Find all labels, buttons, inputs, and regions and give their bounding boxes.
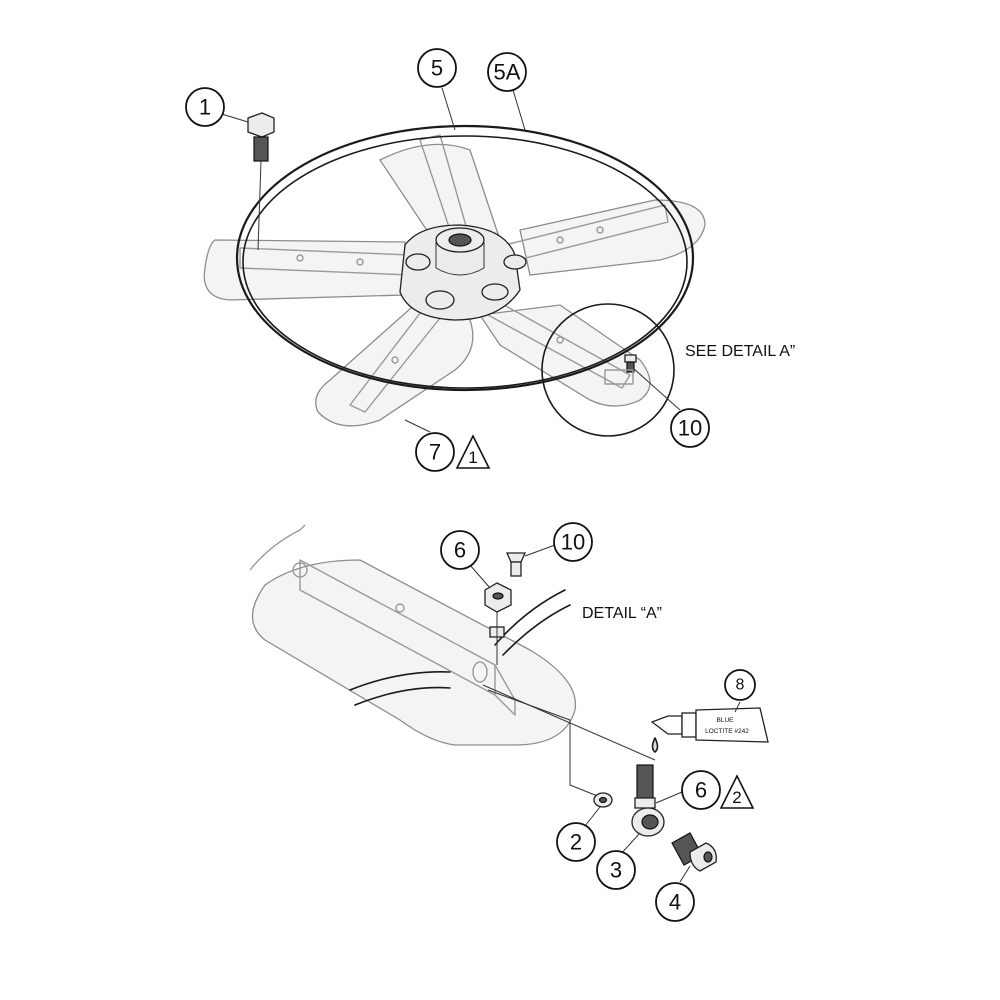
detail-wire (249, 529, 301, 571)
callout-2-label: 2 (570, 830, 582, 855)
callout-3 (596, 850, 636, 890)
stud-6-collar (634, 797, 656, 809)
detail-nut-6-bore (492, 592, 504, 600)
note-triangle-2 (719, 774, 755, 809)
ring-5a (242, 135, 688, 389)
note-triangle-2-label: 2 (732, 788, 741, 807)
explode-line-b (482, 684, 656, 761)
callout-5 (417, 48, 457, 88)
note-triangle-1 (455, 434, 491, 469)
detail-a-assembly: BLUE LOCTITE #242 6 10 DETAIL “A” 8 6 2 … (249, 522, 769, 922)
bolt-1-leader (257, 160, 262, 251)
leader-7 (404, 419, 431, 433)
upper-assembly: 1 5 5A 7 1 10 SEE DETAIL A” (185, 48, 795, 472)
callout-6-lower-label: 6 (695, 778, 707, 803)
center-hub (399, 224, 527, 321)
detail-ring-front (349, 671, 451, 691)
callout-4 (655, 882, 695, 922)
callout-8-label: 8 (736, 677, 745, 694)
hub-boss (481, 283, 509, 301)
leader-5a (512, 89, 526, 131)
callout-8 (724, 669, 756, 701)
detail-a-circle (541, 303, 675, 437)
leader-6-detail (469, 564, 491, 589)
bolt-1-head (247, 112, 275, 138)
callout-2 (556, 822, 596, 862)
bolt-4-socket (703, 851, 713, 863)
callout-1-label: 1 (199, 95, 211, 120)
callout-10-top-label: 10 (678, 416, 702, 441)
arm-bolt (556, 336, 564, 344)
leader-8 (734, 701, 741, 713)
bolt-1 (247, 112, 275, 251)
ring-clip-shank (626, 361, 635, 373)
hub-collar-side (435, 240, 485, 276)
callout-10-top (670, 408, 710, 448)
see-detail-label: SEE DETAIL A” (685, 343, 795, 360)
tube-body (695, 707, 769, 743)
callout-5a (487, 52, 527, 92)
hub-boss (503, 254, 527, 270)
callout-10-detail (553, 522, 593, 562)
detail-part-10 (505, 552, 527, 563)
detail-ring-back-inner (502, 604, 571, 656)
hub-boss (425, 290, 455, 310)
tube-nozzle (650, 715, 683, 735)
arm-bolt (296, 254, 304, 262)
detail-arm-end (472, 661, 488, 683)
callout-10-detail-label: 10 (561, 530, 585, 555)
leader-3 (619, 832, 641, 856)
bolt-4-head (689, 842, 717, 872)
arm-bolt (391, 356, 399, 364)
detail-a-title: DETAIL “A” (582, 605, 662, 622)
leader-5 (441, 87, 456, 131)
detail-a-region (541, 303, 675, 437)
hub-boss (405, 253, 431, 271)
washer-2-hole (598, 796, 608, 804)
leader-10-top (632, 367, 681, 411)
hub-bore (448, 233, 472, 247)
clip-pad (604, 369, 634, 385)
callout-6-detail-label: 6 (454, 538, 466, 563)
outer-rings (235, 124, 695, 392)
arm-bolt (556, 236, 564, 244)
callout-5a-label: 5A (494, 60, 521, 85)
tube-label-line1: BLUE (717, 717, 735, 724)
detail-arm-side (494, 664, 516, 716)
callout-7 (415, 432, 455, 472)
callout-3-label: 3 (610, 858, 622, 883)
tube-cap (681, 712, 697, 738)
leader-6-lower (655, 791, 683, 804)
callout-5-label: 5 (431, 56, 443, 81)
leader-2 (584, 806, 601, 827)
detail-paddle (252, 559, 577, 746)
loctite-tube-8: BLUE LOCTITE #242 (650, 707, 769, 743)
tube-label-line2: LOCTITE #242 (705, 728, 749, 735)
leader-10-detail (524, 544, 556, 557)
callout-6-detail (440, 530, 480, 570)
rod-end-3-eye (641, 814, 659, 830)
stud-6-thread (636, 764, 654, 801)
callout-6-lower (681, 770, 721, 810)
detail-wire-end (299, 524, 306, 531)
detail-part-10-body (510, 561, 522, 577)
detail-arm-pivot (292, 562, 308, 578)
detail-arm-bolt (395, 603, 405, 613)
detail-ring-back (494, 589, 566, 646)
note-triangle-1-label: 1 (468, 448, 477, 467)
arm-bolt (356, 258, 364, 266)
callout-7-label: 7 (429, 440, 441, 465)
ring-clip-head (624, 354, 637, 363)
paddle-blade-back (379, 143, 501, 251)
callout-4-label: 4 (669, 890, 681, 915)
paddle-blade-right (519, 199, 706, 276)
loctite-drop (651, 737, 659, 753)
ring-5 (235, 124, 695, 392)
callout-1 (185, 87, 225, 127)
detail-ring-front-inner (354, 686, 451, 706)
bolt-1-thread (253, 136, 269, 162)
arm-bolt (596, 226, 604, 234)
leader-4 (679, 865, 691, 883)
